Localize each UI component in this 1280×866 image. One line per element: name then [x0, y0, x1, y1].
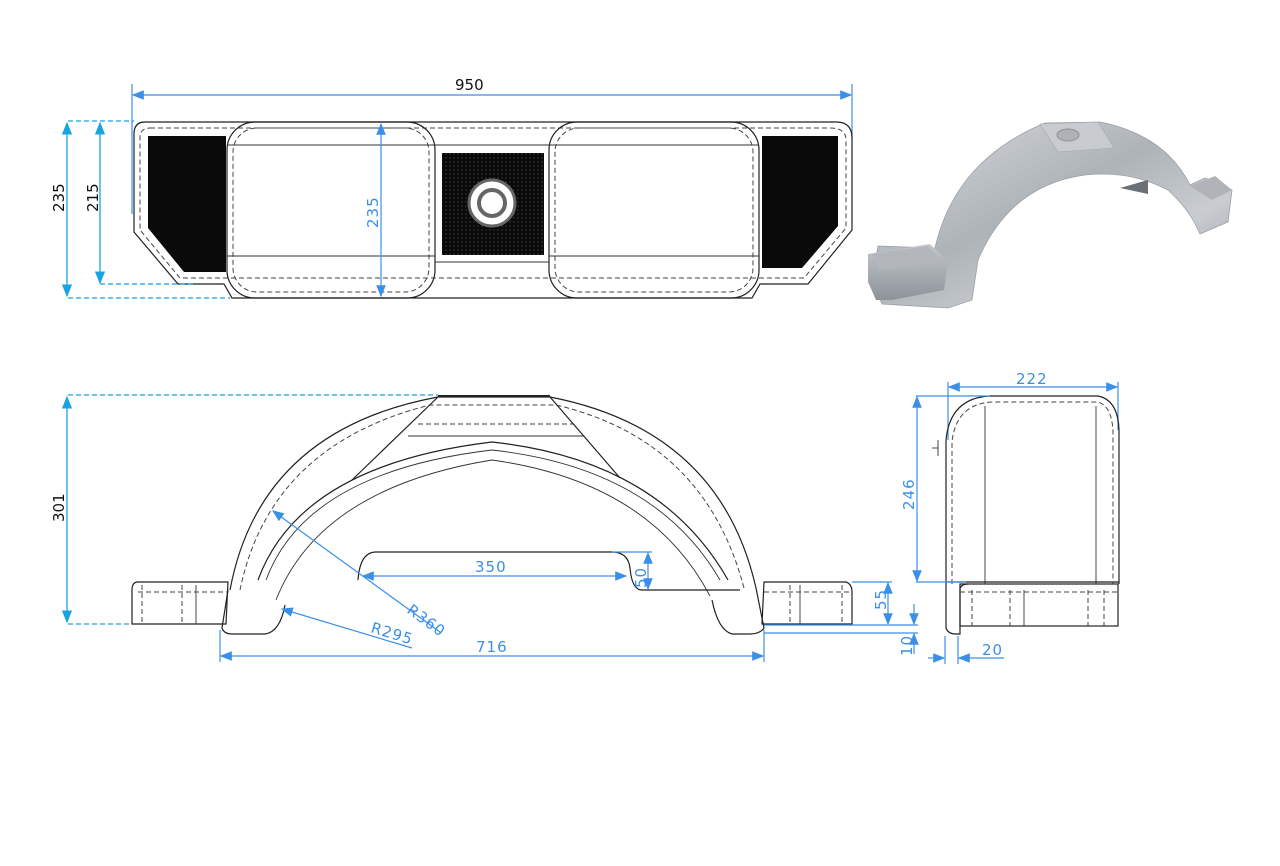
dim-overall-height: 301 [50, 493, 68, 522]
left-panel [148, 136, 226, 272]
dim-arch-span: 716 [476, 638, 508, 656]
side-view: 301 350 [50, 394, 919, 662]
end-view: 222 246 20 [900, 370, 1120, 664]
dim-cutout-height: 50 [632, 567, 650, 588]
dim-center-depth: 235 [364, 196, 382, 228]
dim-end-height: 246 [900, 478, 918, 510]
dim-inner-depth: 215 [84, 183, 102, 212]
right-panel [762, 136, 838, 268]
dim-end-lip: 20 [982, 641, 1003, 659]
dim-end-width: 222 [1016, 370, 1048, 388]
dim-outer-depth: 235 [50, 183, 68, 212]
center-emblem-ring [467, 178, 517, 228]
dim-step-height: 55 [872, 589, 890, 610]
dim-cutout-length: 350 [475, 558, 507, 576]
dim-inner-radius: R295 [369, 619, 415, 649]
top-view: 950 235 215 235 [50, 76, 853, 299]
render-3d [868, 121, 1233, 309]
dim-overall-width: 950 [455, 76, 484, 94]
dim-step-offset: 10 [898, 635, 916, 656]
